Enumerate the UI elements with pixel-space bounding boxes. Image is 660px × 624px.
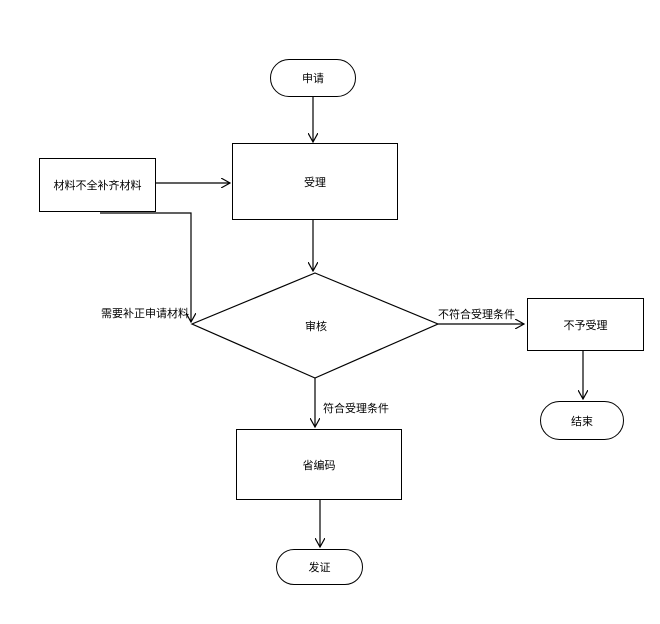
node-accept-label: 受理 [304,175,326,189]
edge-label-need-supplement: 需要补正申请材料 [101,307,189,320]
node-supplement-label: 材料不全补齐材料 [53,179,142,192]
node-encode-label: 省编码 [302,458,336,472]
node-accept: 受理 [232,143,398,220]
node-apply-label: 申请 [302,72,324,85]
node-issue-label: 发证 [308,561,331,574]
node-end: 结束 [540,401,624,440]
edge-review-supplement [100,212,191,322]
edge-label-meet: 符合受理条件 [323,402,389,415]
node-supplement: 材料不全补齐材料 [39,158,156,212]
edge-label-not-meet: 不符合受理条件 [438,308,515,321]
node-review-label: 审核 [305,320,327,333]
node-reject: 不予受理 [527,298,644,351]
node-encode: 省编码 [236,429,402,500]
node-end-label: 结束 [571,414,593,428]
node-apply: 申请 [270,59,356,97]
node-reject-label: 不予受理 [563,318,608,332]
node-issue: 发证 [276,549,363,585]
